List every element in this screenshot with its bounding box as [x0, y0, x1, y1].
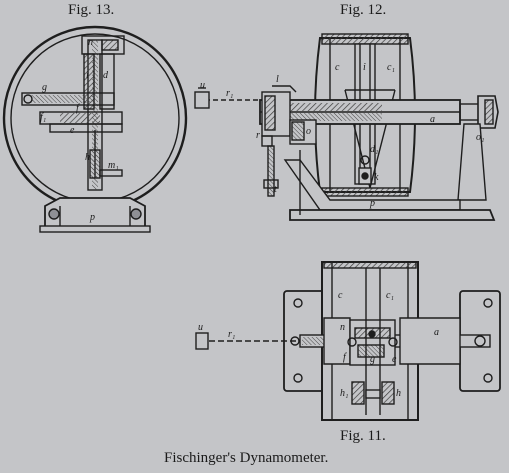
fig13-lever-g — [21, 92, 115, 106]
fig11-weight-u — [195, 332, 209, 350]
label-fig12-i: i — [363, 62, 366, 73]
label-fig13-f: f — [76, 103, 80, 114]
label-fig11-c1: c₁ — [386, 290, 394, 301]
label-fig11-n: n — [340, 322, 345, 333]
label-fig13-i: i — [86, 70, 89, 81]
label-fig13-n: n — [88, 37, 93, 48]
label-fig12-l: l — [276, 74, 279, 85]
label-fig12-r1: r₁ — [226, 88, 233, 99]
label-fig12-t: t — [274, 184, 277, 195]
label-fig12-r: r — [256, 130, 260, 141]
label-fig12-p: p — [369, 198, 375, 209]
label-fig12-d1: d₁ — [370, 144, 378, 155]
label-fig13-f1: f₁ — [40, 112, 46, 123]
fig11-drawing — [195, 261, 501, 421]
fig13-arm-e — [49, 123, 123, 133]
plate-caption: Fischinger's Dynamometer. — [164, 450, 329, 466]
label-fig12-k: k — [374, 172, 379, 183]
label-fig12-c1: c₁ — [387, 62, 395, 73]
fig13-arm-d — [99, 53, 115, 110]
label-fig12-c: c — [335, 62, 340, 73]
label-fig12-a: a — [430, 114, 435, 125]
label-fig11-f: f — [343, 352, 347, 363]
label-fig13-m1: m₁ — [108, 160, 119, 171]
figure-title-fig11: Fig. 11. — [340, 428, 386, 444]
figure-title-fig13: Fig. 13. — [68, 2, 115, 18]
label-fig11-h1: h₁ — [340, 388, 348, 399]
label-fig12-o1: o₁ — [476, 132, 484, 143]
figure-title-fig12: Fig. 12. — [340, 2, 387, 18]
label-fig13-p: p — [89, 212, 95, 223]
fig12-drawing — [194, 33, 499, 221]
label-fig12-u: u — [200, 80, 205, 91]
label-fig11-g: g — [370, 354, 375, 365]
fig13-arm-i — [83, 53, 95, 110]
label-fig12-o: o — [306, 126, 311, 137]
label-fig11-e: e — [392, 354, 397, 365]
label-fig13-h: h — [85, 152, 90, 163]
fig12-weight-u — [194, 91, 210, 109]
label-fig11-r1: r₁ — [228, 329, 235, 340]
fig13-bolt-m1 — [99, 169, 123, 177]
fig13-drawing — [2, 25, 188, 233]
label-fig13-g: g — [42, 82, 47, 93]
label-fig11-u: u — [198, 322, 203, 333]
label-fig11-c: c — [338, 290, 343, 301]
label-fig11-h: h — [396, 388, 401, 399]
label-fig13-e: e — [70, 125, 75, 136]
label-fig11-a: a — [434, 327, 439, 338]
fig12-base — [289, 209, 496, 221]
label-fig13-d: d — [103, 70, 109, 81]
